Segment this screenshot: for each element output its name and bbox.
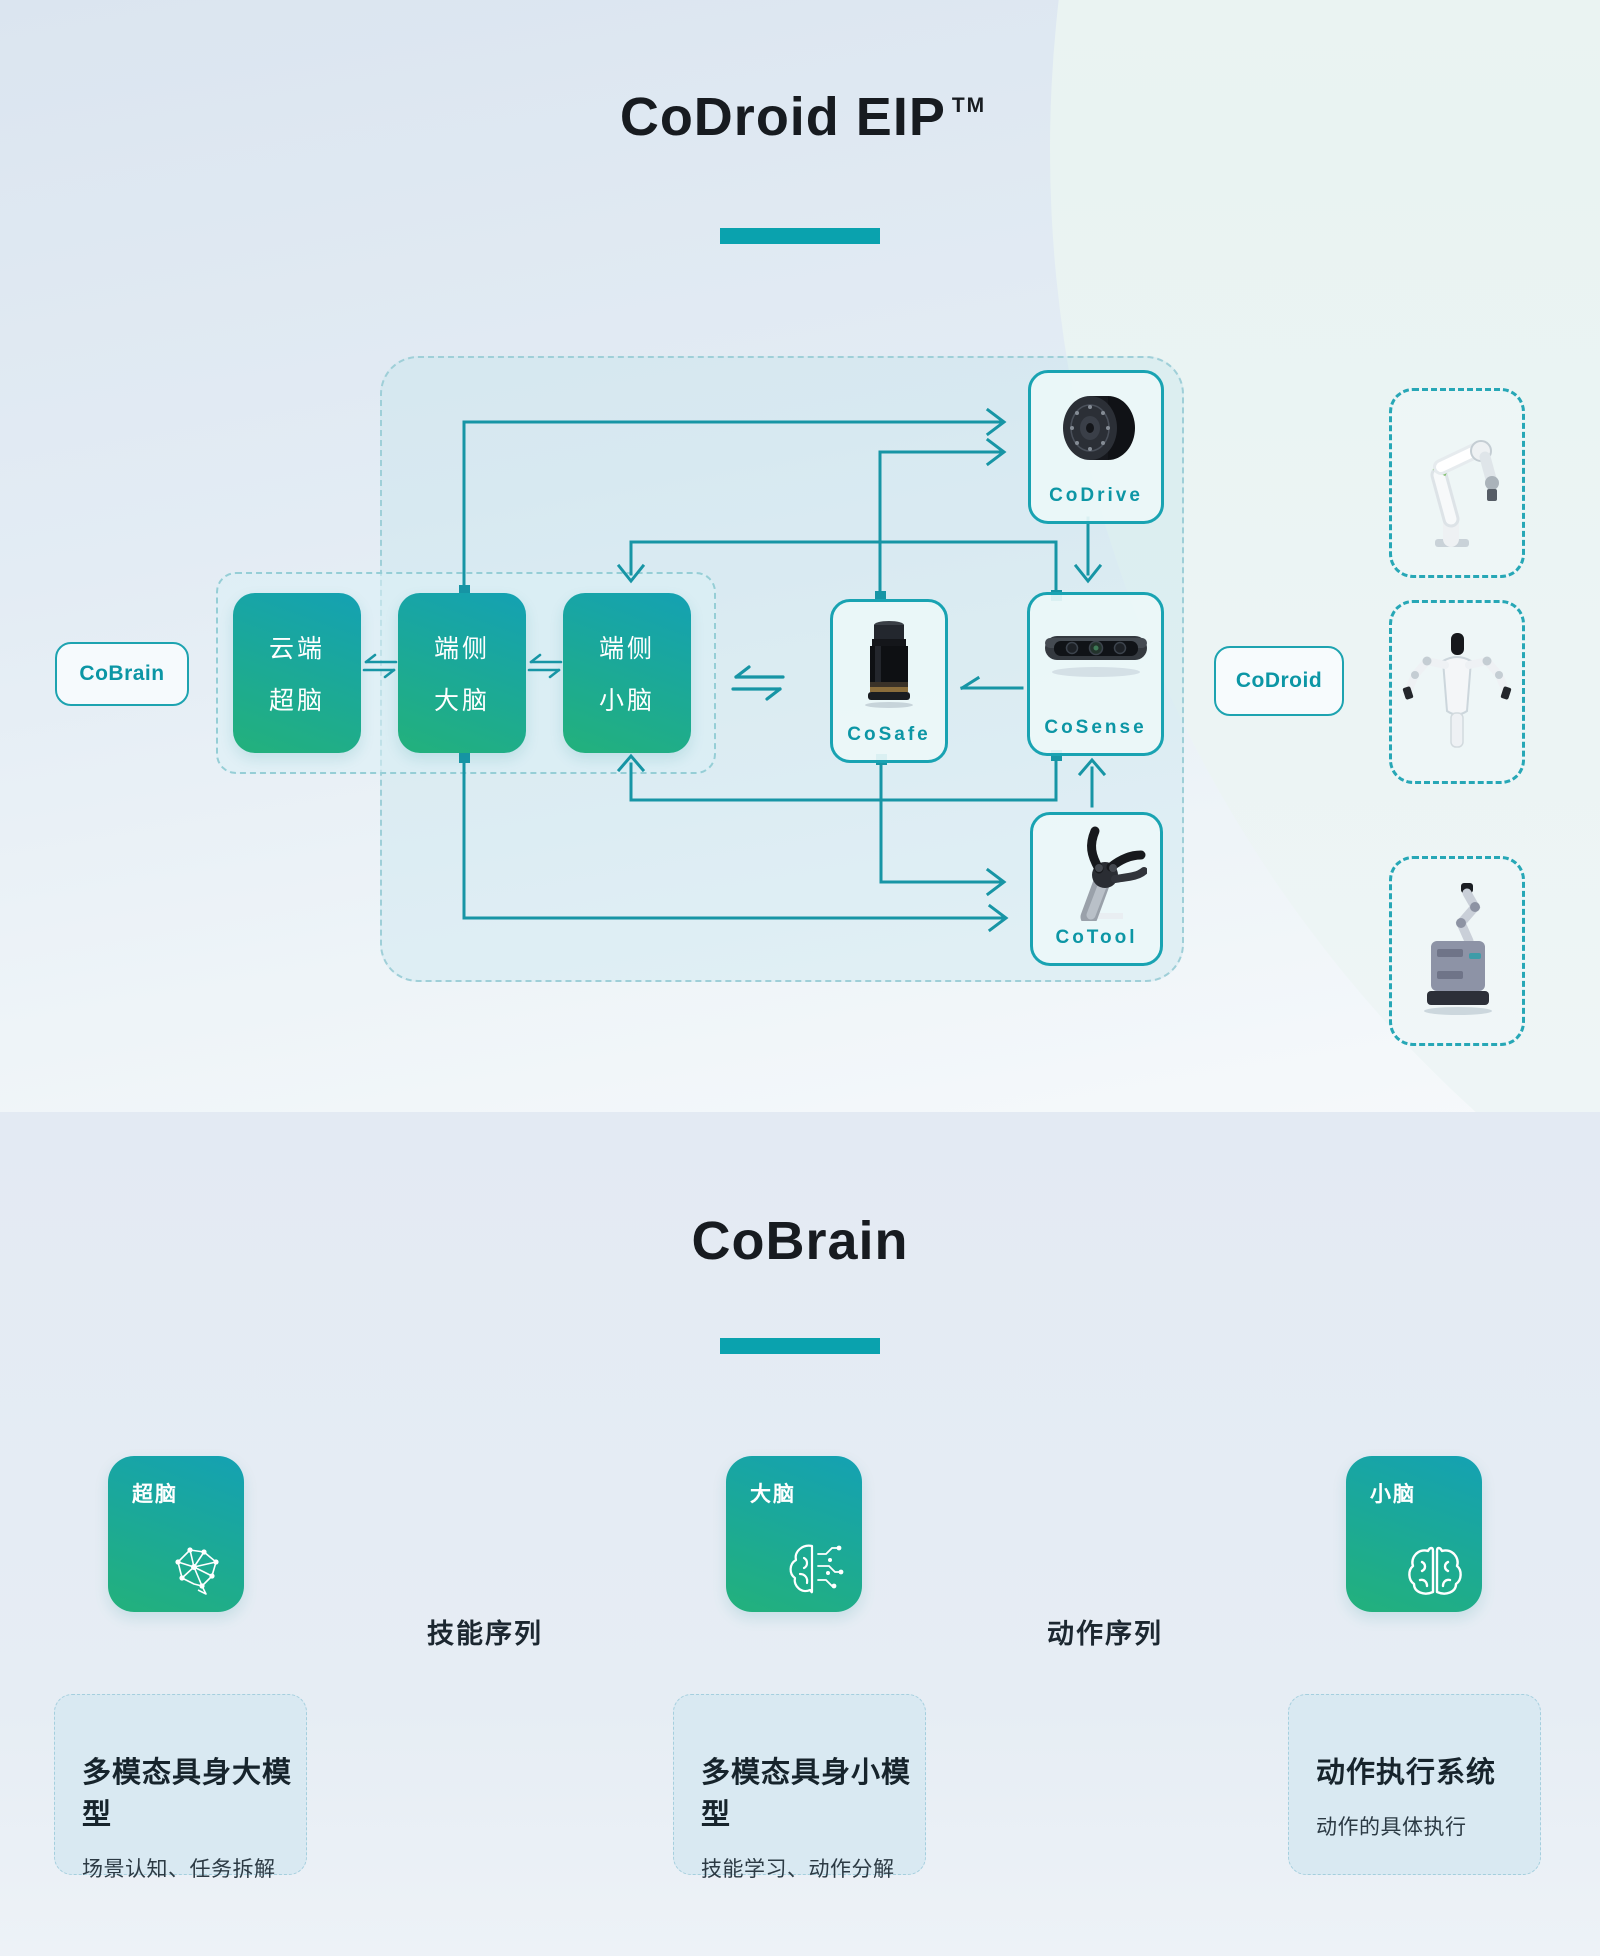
flow-label-skill-sequence-text: 技能序列 <box>427 1619 543 1649</box>
equilibrium-arrows-icon <box>362 653 398 679</box>
page-title-text: CoDroid EIP <box>619 87 946 147</box>
mobile-robot-showcase-box <box>1389 856 1525 1046</box>
codroid-pill-label: CoDroid <box>1235 669 1323 692</box>
circuit-brain-icon <box>789 1544 844 1594</box>
brain-icon <box>1408 1546 1462 1595</box>
cotool-box: CoTool <box>1030 812 1163 966</box>
bigbrain-node: 大脑 <box>726 1456 862 1612</box>
flow-label-action-sequence: 动作序列 <box>995 1612 1215 1651</box>
cosafe-lidar-image <box>833 602 945 724</box>
connection-lines <box>459 407 1107 933</box>
cobrain-pill: CoBrain <box>55 642 189 706</box>
timeline-graphic <box>167 1627 1454 1705</box>
codroid-pill: CoDroid <box>1214 646 1344 716</box>
cerebellum-node-label: 小脑 <box>1370 1483 1416 1506</box>
cosense-box: CoSense <box>1027 592 1164 756</box>
cosafe-label: CoSafe <box>847 724 931 745</box>
card-large-model-title: 多模态具身大模型 <box>82 1757 293 1831</box>
edge-bigbrain-line1: 端侧 <box>433 635 490 663</box>
card-action-system-title: 动作执行系统 <box>1316 1757 1497 1789</box>
superbrain-node: 超脑 <box>108 1456 244 1612</box>
cloud-superbrain-line2: 超脑 <box>268 687 325 715</box>
cobrain-pill-label: CoBrain <box>79 662 165 685</box>
card-action-system: 动作执行系统 动作的具体执行 <box>1288 1694 1541 1875</box>
card-large-model: 多模态具身大模型 场景认知、任务拆解 <box>54 1694 307 1881</box>
cloud-superbrain-line1: 云端 <box>268 635 325 663</box>
flow-label-skill-sequence: 技能序列 <box>375 1612 595 1651</box>
bigbrain-node-label: 大脑 <box>750 1483 796 1506</box>
humanoid-robot-image <box>1402 633 1512 748</box>
cosafe-box: CoSafe <box>830 599 948 763</box>
cerebellum-node: 小脑 <box>1346 1456 1482 1612</box>
cosense-camera-image <box>1030 595 1161 717</box>
cosense-label: CoSense <box>1044 717 1147 738</box>
robot-arm-image <box>1430 440 1499 547</box>
codrive-box: CoDrive <box>1028 370 1164 524</box>
codrive-label: CoDrive <box>1049 485 1143 506</box>
edge-cerebellum-line1: 端侧 <box>598 635 655 663</box>
superbrain-node-label: 超脑 <box>132 1483 178 1506</box>
robot-arm-showcase-box <box>1389 388 1525 578</box>
mobile-robot-image <box>1424 883 1492 1015</box>
cloud-superbrain-box: 云端 超脑 <box>233 593 361 753</box>
flow-label-action-sequence-text: 动作序列 <box>1047 1619 1163 1649</box>
title-underline-bar <box>720 228 880 244</box>
network-brain-icon <box>175 1547 219 1595</box>
cobrain-section-title: CoBrain <box>0 1210 1600 1272</box>
card-large-model-subtitle: 场景认知、任务拆解 <box>82 1858 276 1881</box>
card-small-model-title: 多模态具身小模型 <box>701 1757 912 1831</box>
edge-cerebellum-line2: 小脑 <box>598 687 655 715</box>
cobrain-section-title-text: CoBrain <box>691 1211 909 1271</box>
edge-bigbrain-box: 端侧 大脑 <box>398 593 526 753</box>
cotool-label: CoTool <box>1055 927 1138 948</box>
cotool-gripper-image <box>1033 815 1160 927</box>
trademark-sup: TM <box>951 94 987 117</box>
card-small-model-subtitle: 技能学习、动作分解 <box>701 1858 895 1881</box>
humanoid-robot-showcase-box <box>1389 600 1525 784</box>
card-action-system-subtitle: 动作的具体执行 <box>1316 1816 1467 1839</box>
equilibrium-arrows-icon <box>527 653 563 679</box>
edge-bigbrain-line2: 大脑 <box>433 687 490 715</box>
cobrain-title-underline-bar <box>720 1338 880 1354</box>
card-small-model: 多模态具身小模型 技能学习、动作分解 <box>673 1694 926 1881</box>
equilibrium-arrows-icon <box>731 665 785 701</box>
edge-cerebellum-box: 端侧 小脑 <box>563 593 691 753</box>
section-cobrain: CoBrain 技能序列 动作序列 超脑 <box>0 1112 1600 1956</box>
codrive-actuator-image <box>1031 373 1161 485</box>
